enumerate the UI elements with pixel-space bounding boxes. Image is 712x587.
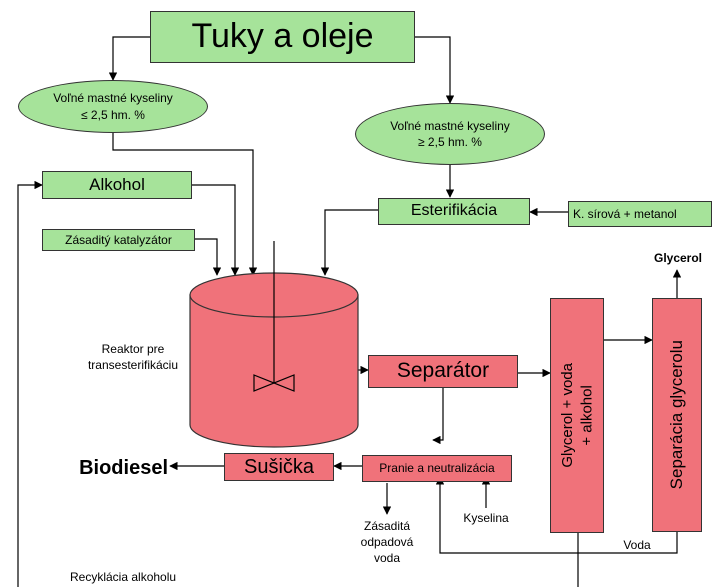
edge-ffa-low-to-reactor (112, 133, 258, 276)
waste-water-label: Zásaditá odpadová voda (345, 518, 429, 567)
edge-alcohol-to-reactor (192, 184, 240, 276)
alcohol-box: Alkohol (42, 171, 192, 199)
acid-label: Kyselina (463, 511, 509, 525)
catalyst-box: Zásaditý katalyzátor (42, 229, 195, 251)
dryer-box: Sušička (224, 453, 334, 481)
ffa-low-line2: ≤ 2,5 hm. % (81, 107, 145, 122)
edge-esterification-to-reactor (320, 209, 378, 276)
reactor-label-line2: transesterifikáciu (87, 358, 179, 373)
glycerol-water-line2: + alkohol (578, 385, 595, 446)
ffa-high-line1: Voľné mastné kyseliny (390, 118, 510, 133)
edge-fats-to-ffa-low (108, 36, 150, 81)
biodiesel-label: Biodiesel (79, 457, 168, 479)
edge-water-to-washing (435, 476, 678, 554)
reactor-vessel (189, 241, 359, 448)
reactor-label: Reaktor pre transesterifikáciu (78, 341, 188, 373)
edge-separator-to-washing (432, 388, 444, 445)
ffa-low-ellipse: Voľné mastné kyseliny ≤ 2,5 hm. % (18, 80, 208, 133)
waste-water-line1: Zásaditá (363, 519, 411, 533)
recycling-label: Recyklácia alkoholu (70, 570, 177, 584)
washing-box: Pranie a neutralizácia (362, 455, 512, 482)
separator-box: Separátor (368, 355, 518, 388)
waste-water-line3: voda (373, 551, 401, 566)
esterification-box: Esterifikácia (378, 198, 530, 225)
ffa-high-ellipse: Voľné mastné kyseliny ≥ 2,5 hm. % (355, 103, 545, 165)
stirrer-icon (253, 374, 295, 392)
water-label: Voda (623, 538, 651, 552)
waste-water-line2: odpadová (360, 535, 414, 550)
glycerol-output-label: Glycerol (653, 251, 703, 265)
edge-catalyst-to-reactor (195, 238, 222, 276)
glycerol-separation-box: Separácia glycerolu (652, 298, 702, 532)
fats-oils-box: Tuky a oleje (150, 11, 415, 63)
glycerol-separation-label: Separácia glycerolu (667, 340, 687, 490)
edge-recycle-loop (17, 180, 43, 587)
ffa-low-line1: Voľné mastné kyseliny (53, 91, 173, 106)
glycerol-water-line1: Glycerol + voda (558, 363, 576, 468)
edge-fats-to-ffa-high (415, 36, 455, 104)
ffa-high-line2: ≥ 2,5 hm. % (418, 135, 482, 149)
reactor-label-line1: Reaktor pre (101, 342, 165, 356)
acid-methanol-box: K. sírová + metanol (568, 201, 712, 227)
glycerol-water-box: Glycerol + voda + alkohol (550, 298, 604, 533)
